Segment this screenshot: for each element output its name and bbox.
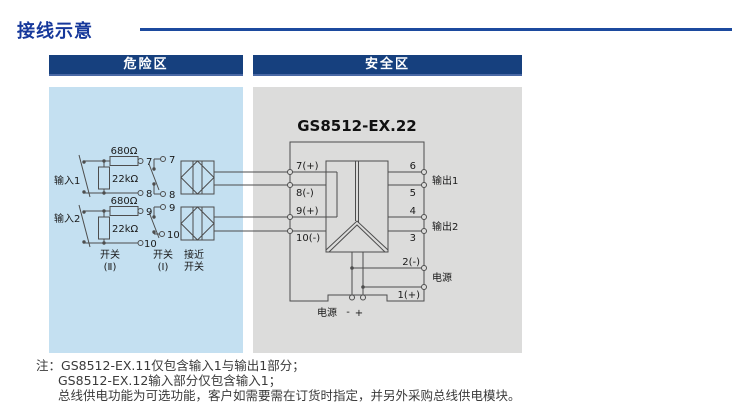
terminal-label-10: 10(-) [296, 233, 320, 244]
switch-blade [148, 163, 160, 191]
group-label-output1: 输出1 [432, 174, 458, 187]
terminal-circle [159, 231, 165, 237]
proximity-switch-diamond [180, 206, 215, 241]
proximity-switch-diamond [180, 160, 215, 195]
switch-contact-dot [152, 215, 156, 219]
terminal-circle-5 [421, 182, 427, 188]
switch2-label-line1: 开关 [100, 248, 120, 261]
input2-terminal-bottom-label: 10 [144, 239, 157, 250]
isolation-divider-vee [328, 224, 386, 253]
terminal-circle-3 [421, 228, 427, 234]
terminal-label-8: 8(-) [296, 188, 314, 199]
note-text-1: GS8512-EX.11仅包含输入1与输出1部分； [61, 358, 305, 373]
note-line-1: 注：GS8512-EX.11仅包含输入1与输出1部分； [36, 358, 521, 373]
resistor-680-input2-label: 680Ω [111, 196, 138, 207]
input2-label: 输入2 [54, 212, 80, 225]
zone-header-hazardous: 危险区 [49, 55, 243, 76]
switch1-terminal7-label: 7 [169, 155, 175, 166]
terminal-label-4: 4 [410, 206, 416, 217]
resistor-680-input1 [109, 156, 139, 166]
resistor-22k-input1 [98, 166, 110, 190]
terminal-label-9: 9(+) [296, 206, 319, 217]
switch-contact-dot [152, 230, 156, 234]
terminal-circle-10 [287, 228, 293, 234]
notes-block: 注：GS8512-EX.11仅包含输入1与输出1部分； GS8512-EX.12… [36, 358, 521, 403]
note-prefix: 注： [36, 358, 62, 373]
bottom-power-plus: + [355, 308, 363, 319]
resistor-680-input1-label: 680Ω [111, 146, 138, 157]
note-line-3: 总线供电功能为可选功能，客户如需要需在订货时指定，并另外采购总线供电模块。 [58, 388, 521, 403]
module-outer-box [289, 141, 425, 302]
terminal-circle [137, 190, 144, 196]
terminal-circle-8 [287, 182, 293, 188]
group-label-power: 电源 [432, 271, 452, 284]
switch1-terminal10-label: 10 [167, 230, 180, 241]
terminal-label-3: 3 [410, 233, 416, 244]
switch1-label-line2: (Ⅰ) [158, 262, 169, 273]
bottom-power-minus: - [346, 307, 350, 318]
proximity-switch-symbol-2 [180, 206, 215, 241]
switch-blade [78, 154, 91, 198]
switch1-label-line1: 开关 [153, 248, 173, 261]
terminal-circle-power-minus [349, 294, 355, 301]
title-rule [140, 28, 732, 31]
resistor-22k-input1-label: 22kΩ [112, 174, 139, 185]
terminal-circle [137, 158, 144, 164]
isolation-barrier-box [325, 160, 389, 253]
terminal-label-1: 1(+) [397, 290, 420, 301]
switch-blade [78, 204, 91, 248]
note-line-2: GS8512-EX.12输入部分仅包含输入1； [58, 373, 282, 388]
page-title: 接线示意 [17, 21, 93, 42]
switch1-terminal9-label: 9 [169, 203, 175, 214]
terminal-circle [137, 208, 144, 214]
resistor-22k-input2 [98, 216, 110, 240]
terminal-circle-4 [421, 214, 427, 220]
terminal-circle-9 [287, 214, 293, 220]
terminal-label-7: 7(+) [296, 161, 319, 172]
resistor-680-input2 [109, 206, 139, 216]
proximity-label-line2: 开关 [184, 260, 204, 273]
input1-terminal-bottom-label: 8 [146, 189, 152, 200]
zone-header-safe: 安全区 [253, 55, 522, 76]
input1-terminal-top-label: 7 [146, 157, 152, 168]
terminal-circle-2 [421, 265, 427, 271]
terminal-label-6: 6 [410, 161, 416, 172]
terminal-circle [160, 204, 166, 210]
switch-contact-dot [152, 182, 156, 186]
terminal-circle-1 [421, 284, 427, 290]
terminal-circle-6 [421, 169, 427, 175]
isolation-divider-vee [325, 220, 389, 251]
terminal-label-5: 5 [410, 188, 416, 199]
terminal-circle-power-plus [360, 294, 366, 301]
module-model-label: GS8512-EX.22 [297, 117, 416, 135]
switch-contact-dot [152, 167, 156, 171]
resistor-22k-input2-label: 22kΩ [112, 224, 139, 235]
input1-label: 输入1 [54, 174, 80, 187]
proximity-label-line1: 接近 [184, 248, 204, 261]
proximity-switch-symbol-1 [180, 160, 215, 195]
group-label-output2: 输出2 [432, 220, 458, 233]
terminal-circle [160, 156, 166, 162]
terminal-circle-7 [287, 169, 293, 175]
bottom-power-label: 电源 [317, 306, 337, 319]
terminal-label-2: 2(-) [402, 257, 420, 268]
terminal-circle [160, 191, 166, 197]
switch1-terminal8-label: 8 [169, 190, 175, 201]
switch2-label-line2: (Ⅱ) [104, 262, 117, 273]
terminal-circle [137, 240, 144, 246]
